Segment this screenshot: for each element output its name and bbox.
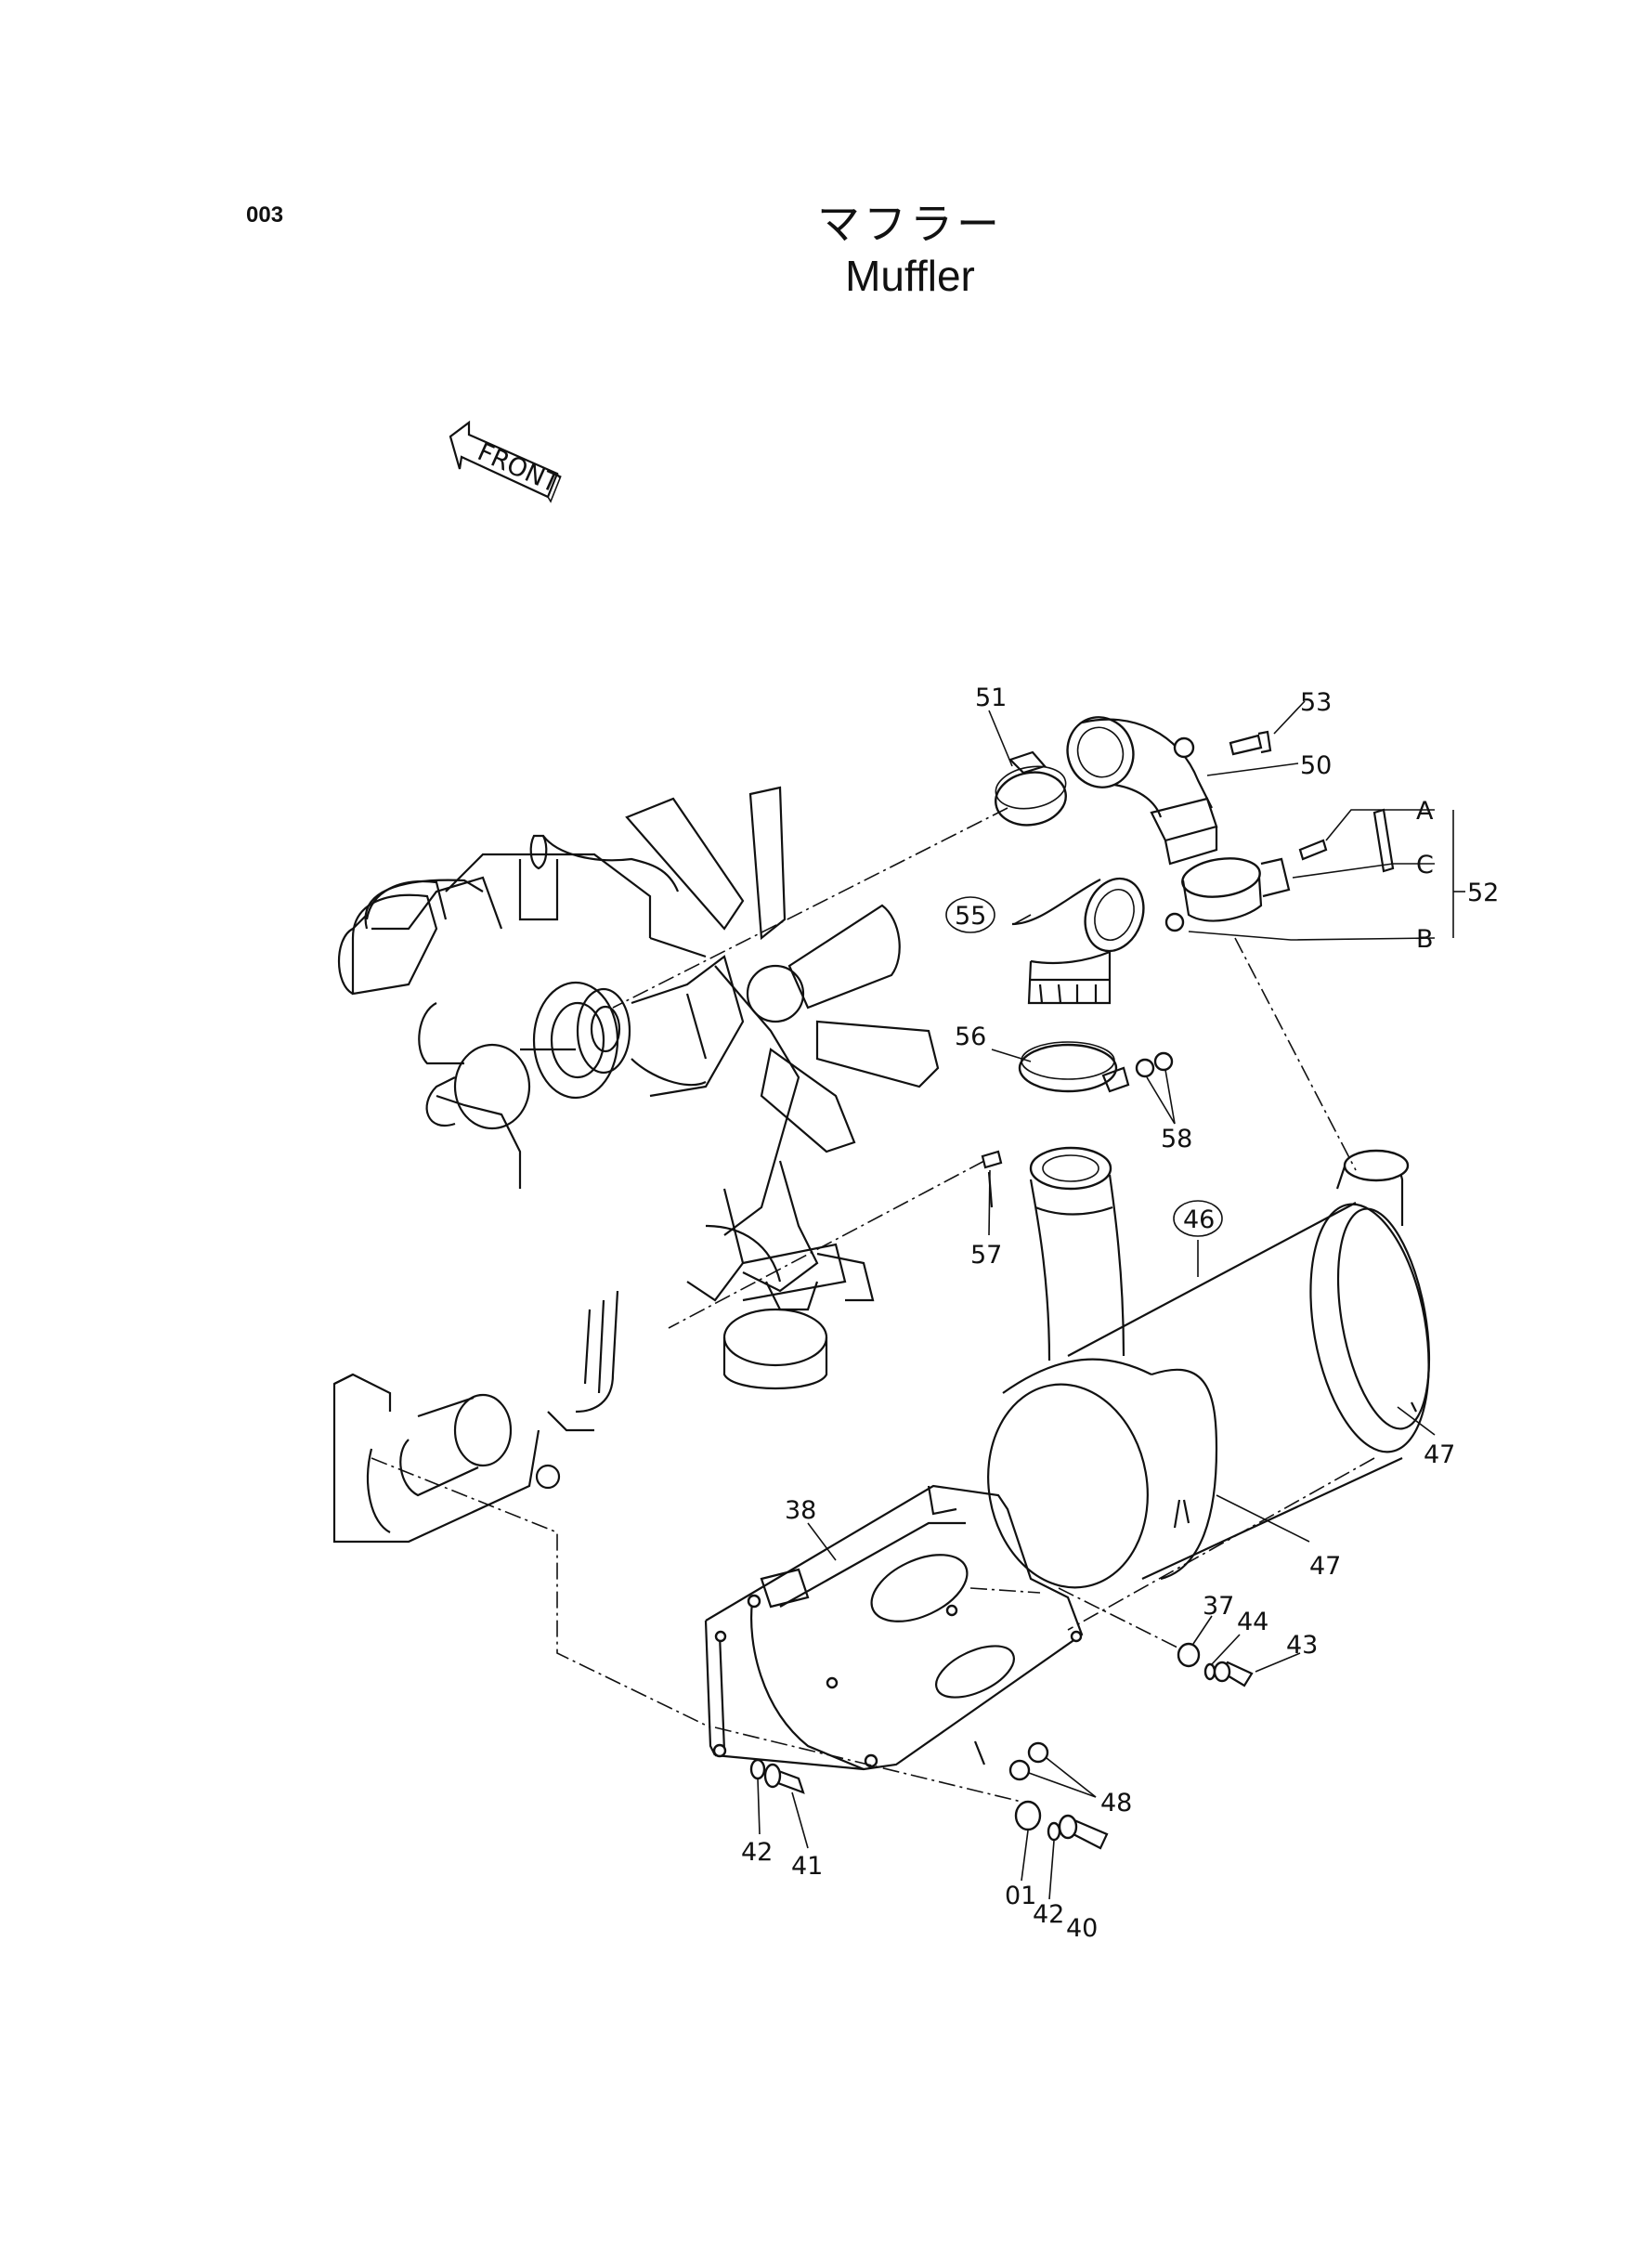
title-japanese: マフラー (817, 199, 1003, 249)
callout-47-upper: 47 (1424, 1440, 1455, 1469)
callout-37: 37 (1203, 1592, 1234, 1621)
assembly-center-lines (371, 807, 1375, 1803)
leader-lines (757, 700, 1465, 1900)
callout-50: 50 (1300, 751, 1332, 780)
callout-44: 44 (1237, 1608, 1268, 1636)
callout-41: 41 (791, 1852, 823, 1881)
front-arrow: FRONT (449, 420, 564, 503)
callout-55: 55 (955, 902, 986, 931)
callout-51: 51 (975, 684, 1007, 712)
callout-43: 43 (1286, 1631, 1318, 1660)
part-52-clamp (1164, 808, 1395, 932)
callout-40: 40 (1066, 1914, 1098, 1943)
callout-42-left: 42 (741, 1838, 773, 1867)
parts-48-nuts (1008, 1741, 1049, 1781)
callout-C: C (1416, 851, 1434, 879)
parts-01-42-40 (1014, 1800, 1109, 1850)
front-arrow-label: FRONT (474, 437, 564, 499)
part-55-elbow (1011, 877, 1145, 1005)
part-51-clamp (995, 750, 1067, 827)
callout-53: 53 (1300, 688, 1332, 717)
part-56-clamp (1018, 1041, 1130, 1093)
callout-B: B (1416, 925, 1434, 954)
callout-57: 57 (970, 1241, 1002, 1270)
callout-42-right: 42 (1033, 1900, 1064, 1929)
callout-58: 58 (1161, 1125, 1192, 1153)
callout-52: 52 (1467, 879, 1499, 907)
callout-56: 56 (955, 1023, 986, 1051)
part-53-bolt (1229, 730, 1272, 756)
callout-55-circle (945, 896, 995, 933)
callout-38: 38 (785, 1496, 816, 1525)
callout-48: 48 (1100, 1789, 1132, 1818)
part-38-bracket (704, 1484, 1084, 1771)
callout-46: 46 (1183, 1205, 1215, 1234)
page-number: 003 (246, 202, 284, 228)
callout-47-lower: 47 (1309, 1552, 1341, 1581)
part-46-muffler (987, 1146, 1431, 1589)
callout-46-circle (1173, 1200, 1223, 1237)
parts-37-44-43 (1177, 1642, 1254, 1687)
callout-01: 01 (1005, 1882, 1036, 1910)
part-57-bolt (981, 1150, 1003, 1208)
engine-outline (332, 786, 940, 1544)
callout-A: A (1416, 797, 1434, 826)
part-50-elbow (1066, 716, 1218, 866)
parts-41-42 (749, 1758, 805, 1794)
title-english: Muffler (845, 252, 975, 300)
part-58-nuts (1135, 1051, 1174, 1078)
